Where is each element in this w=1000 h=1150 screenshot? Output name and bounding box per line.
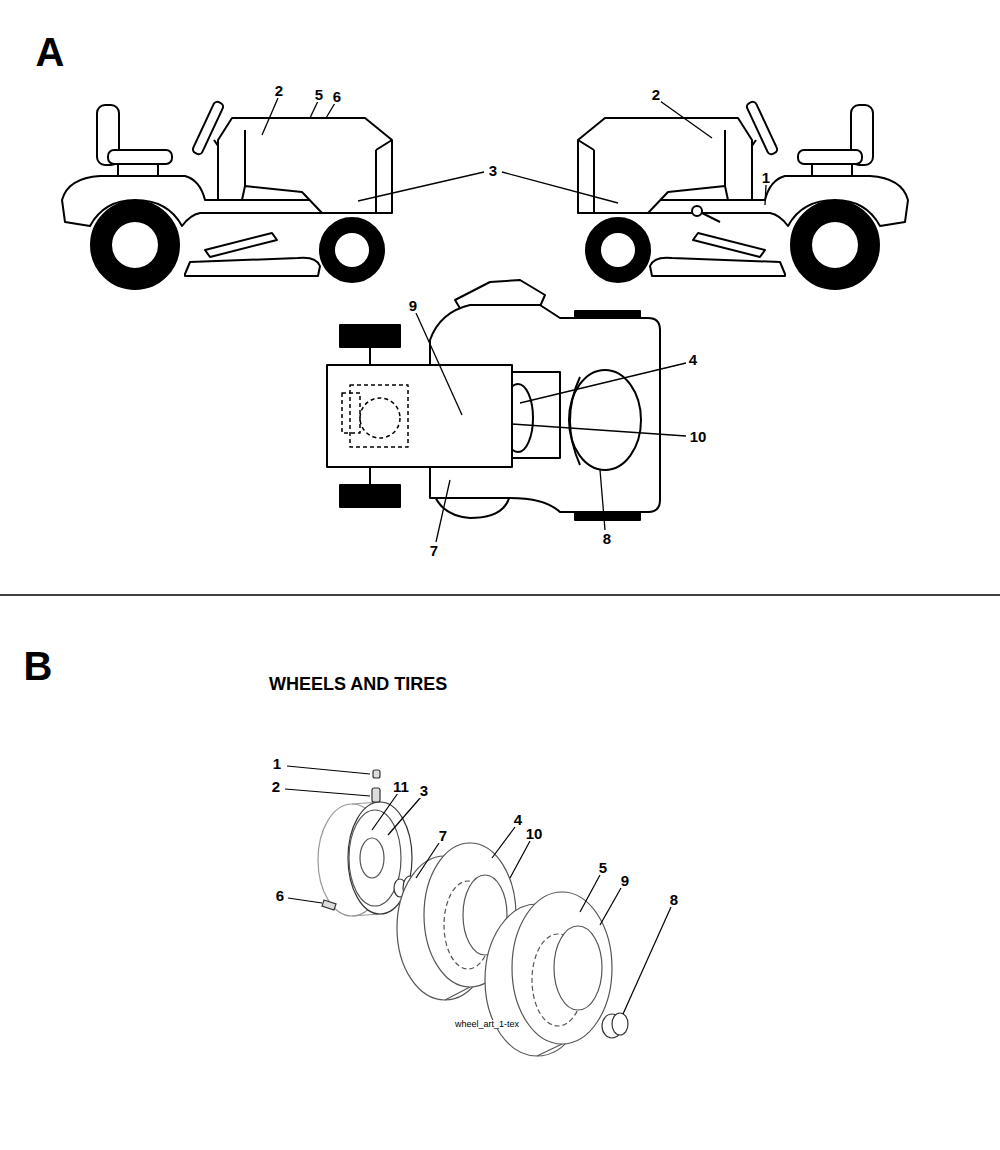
callout-number: 5	[314, 87, 324, 102]
callout-number: 1	[761, 170, 771, 185]
callout-number: 4	[688, 352, 698, 367]
callout-number: 9	[408, 298, 418, 313]
callout-number: 8	[602, 531, 612, 546]
callout-number: 6	[275, 888, 285, 903]
callout-number: 7	[429, 543, 439, 558]
callout-number: 4	[513, 812, 523, 827]
callout-number: 2	[274, 83, 284, 98]
callout-number: 7	[438, 828, 448, 843]
callout-number: 8	[669, 892, 679, 907]
callout-number: 9	[620, 873, 630, 888]
drawing-code: wheel_art_1-tex	[454, 1020, 520, 1029]
callout-number: 10	[525, 826, 544, 841]
callout-number: 2	[271, 779, 281, 794]
callout-number: 10	[689, 429, 708, 444]
callout-number: 1	[272, 756, 282, 771]
section-heading: WHEELS AND TIRES	[268, 675, 448, 693]
panel-letter: A	[35, 32, 66, 72]
callout-number: 11	[392, 779, 410, 794]
callout-number: 2	[651, 87, 661, 102]
callout-number: 3	[488, 163, 498, 178]
callout-number: 5	[598, 860, 608, 875]
callout-number: 6	[332, 89, 342, 104]
panel-letter: B	[23, 646, 54, 686]
callout-number: 3	[419, 783, 429, 798]
